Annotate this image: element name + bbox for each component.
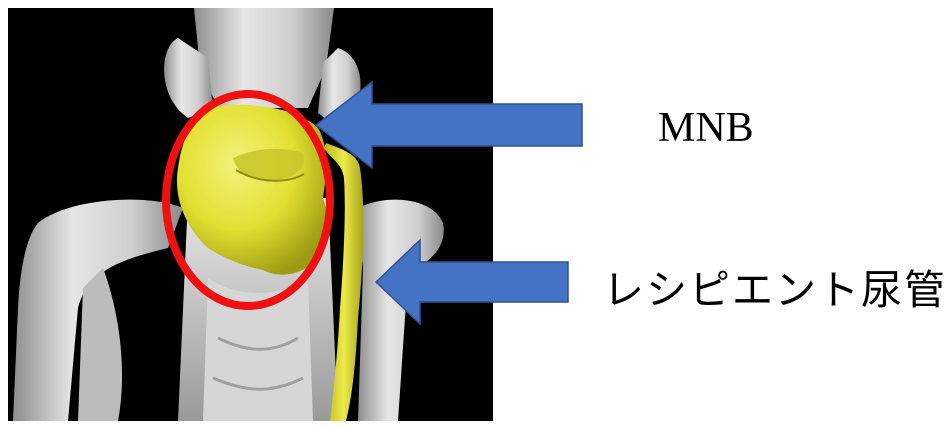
mnb-label: MNB bbox=[658, 104, 754, 152]
mnb-arrow bbox=[316, 82, 582, 168]
ureter-arrow bbox=[376, 240, 568, 324]
recipient-ureter-label: レシピエント尿管 bbox=[603, 256, 944, 316]
